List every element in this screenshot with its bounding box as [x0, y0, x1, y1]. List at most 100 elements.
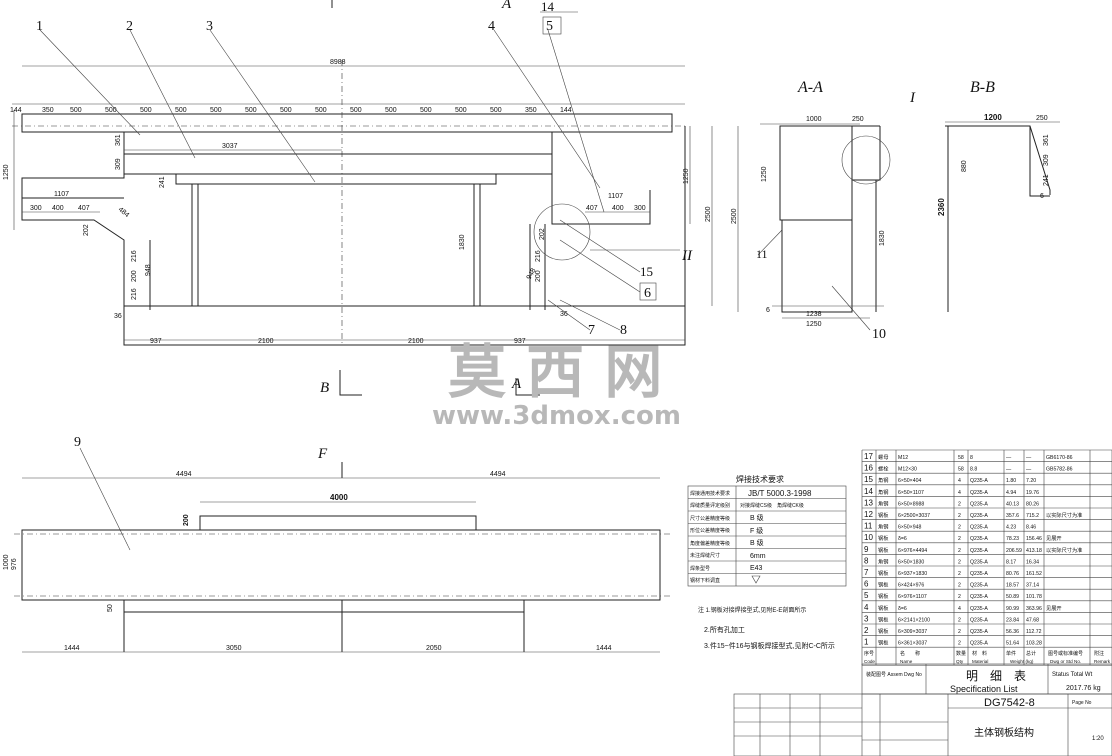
dim-3037: 3037: [222, 143, 238, 150]
bom-cell: —: [1006, 455, 1012, 461]
bom-cell: Q235-A: [970, 559, 988, 565]
callout-1: 1: [36, 19, 43, 34]
bom-header-cn: 名 称: [900, 650, 920, 657]
weld-val: 对接焊缝CS级 角焊缝CK级: [740, 502, 804, 509]
dim-seg: 350: [525, 107, 537, 114]
bom-cell: 715.2: [1026, 513, 1039, 519]
drawing-number: DG7542-8: [984, 697, 1035, 709]
bom-header-en: Code: [864, 659, 875, 664]
bom-cell: 50.89: [1006, 594, 1019, 600]
dim-seg: 500: [175, 107, 187, 114]
bom-cell: GB5782-86: [1046, 467, 1073, 473]
bom-header-cn: 附注: [1094, 650, 1104, 657]
bom-cell: 2: [958, 536, 961, 542]
callout-3: 3: [206, 19, 213, 34]
bom-cell: Q235-A: [970, 478, 988, 484]
callout-15: 15: [640, 264, 653, 279]
bom-cell: 6×937×1830: [898, 571, 927, 577]
dim-seg: 500: [385, 107, 397, 114]
bom-cell: 以实际尺寸为准: [1046, 546, 1082, 554]
dim-200b: 200: [535, 270, 542, 282]
bom-cell: Q235-A: [970, 606, 988, 612]
bom-cell: 8.46: [1026, 525, 1036, 531]
bom-cell: 钢板: [878, 534, 889, 542]
bom-cell: 见展开: [1046, 605, 1062, 612]
bom-cell: 363.96: [1026, 606, 1042, 612]
aa-1238: 1238: [806, 311, 822, 318]
bom-cell: Q235-A: [970, 490, 988, 496]
callout-labels: 1 2 3 4 5 14 15 6 7 8 9 10 11 A B A F I …: [36, 0, 916, 462]
dim-948b: 948: [526, 267, 538, 281]
watermark-url: www.3dmox.com: [432, 401, 681, 431]
bom-cell: 6×50×948: [898, 525, 921, 531]
dim-937-right: 937: [514, 338, 526, 345]
bom-cell: δ=6: [898, 606, 907, 612]
aa-1000: 1000: [806, 116, 822, 123]
dim-216b: 216: [131, 288, 138, 300]
dim-seg: 500: [105, 107, 117, 114]
sheet-label: Page No: [1072, 700, 1092, 706]
bom-cell: 90.99: [1006, 606, 1019, 612]
section-a-bottom: A: [511, 376, 522, 392]
bom-cell: Q235-A: [970, 536, 988, 542]
aa-1250v: 1250: [761, 166, 768, 182]
bom-cell: 4: [958, 478, 961, 484]
section-bb: B-B 1200 250 2360 880 6 361 309 241: [937, 79, 1060, 312]
aa-1250: 1250: [806, 321, 822, 328]
dim-seg: 500: [245, 107, 257, 114]
weld-key: 角度偏差精度等级: [690, 540, 730, 547]
f-1444b: 1444: [596, 645, 612, 652]
dim-2100-left: 2100: [258, 338, 274, 345]
dim-241: 241: [159, 176, 166, 188]
weld-title: 焊接技术要求: [736, 474, 784, 484]
f-1000: 1000: [3, 554, 10, 570]
bom-cell: 17: [864, 452, 873, 461]
bom-cell: 螺母: [878, 453, 888, 461]
bom-cell: 角钢: [878, 523, 888, 531]
notes: 注 1.钢板对接焊接型式,见附E-E剖面所示 2.所有孔加工 3.件15~件16…: [698, 606, 835, 650]
bom-cell: 357.6: [1006, 513, 1019, 519]
bom-cell: 2: [958, 571, 961, 577]
bom-cell: 13: [864, 498, 873, 507]
weld-key: 焊条型号: [690, 565, 710, 572]
bom-cell: 156.46: [1026, 536, 1042, 542]
f-200: 200: [183, 514, 190, 526]
bom-header-cn: 图号或标准编号: [1048, 650, 1083, 657]
bom-cell: 角钢: [878, 499, 888, 507]
bom-cell: 112.72: [1026, 629, 1042, 635]
dim-seg: 500: [420, 107, 432, 114]
bom-cell: 角钢: [878, 557, 888, 565]
callout-4: 4: [488, 19, 495, 34]
bom-cell: 钢板: [878, 569, 889, 577]
bom-cell: 5: [864, 591, 869, 600]
dim-1107-right: 1107: [608, 193, 623, 200]
bom-cell: 钢板: [878, 511, 889, 519]
dim-484: 484: [117, 206, 131, 219]
bom-cell: 80.26: [1026, 501, 1039, 507]
bom-cell: 钢板: [878, 581, 889, 589]
dim-seg: 350: [42, 107, 54, 114]
bom-cell: 7.20: [1026, 478, 1036, 484]
weld-val: 6mm: [750, 553, 766, 560]
bom-header-en: Weight (kg): [1010, 659, 1034, 664]
dim-216: 216: [131, 250, 138, 262]
bom-cell: 11: [864, 522, 873, 531]
bom-cell: 78.23: [1006, 536, 1019, 542]
front-view: [12, 0, 713, 396]
bom-header-en: Material: [972, 659, 988, 664]
dim-seg-left: 407: [78, 205, 90, 212]
callout-leaders: [39, 11, 891, 551]
bom-cell: 14: [864, 487, 873, 496]
bom-cell: 413.18: [1026, 548, 1042, 554]
bb-241: 241: [1043, 174, 1050, 186]
f-1444a: 1444: [64, 645, 80, 652]
dim-309: 309: [115, 158, 122, 170]
bom-cell: 10: [864, 533, 873, 542]
dim-1107-left: 1107: [54, 191, 69, 198]
callout-14: 14: [541, 0, 555, 14]
bom-cell: 23.84: [1006, 617, 1019, 623]
bom-cell: 见展开: [1046, 535, 1062, 542]
bom-cell: 58: [958, 455, 964, 461]
bom-header-en: Name: [900, 659, 913, 664]
dim-1250-left: 1250: [3, 164, 10, 180]
